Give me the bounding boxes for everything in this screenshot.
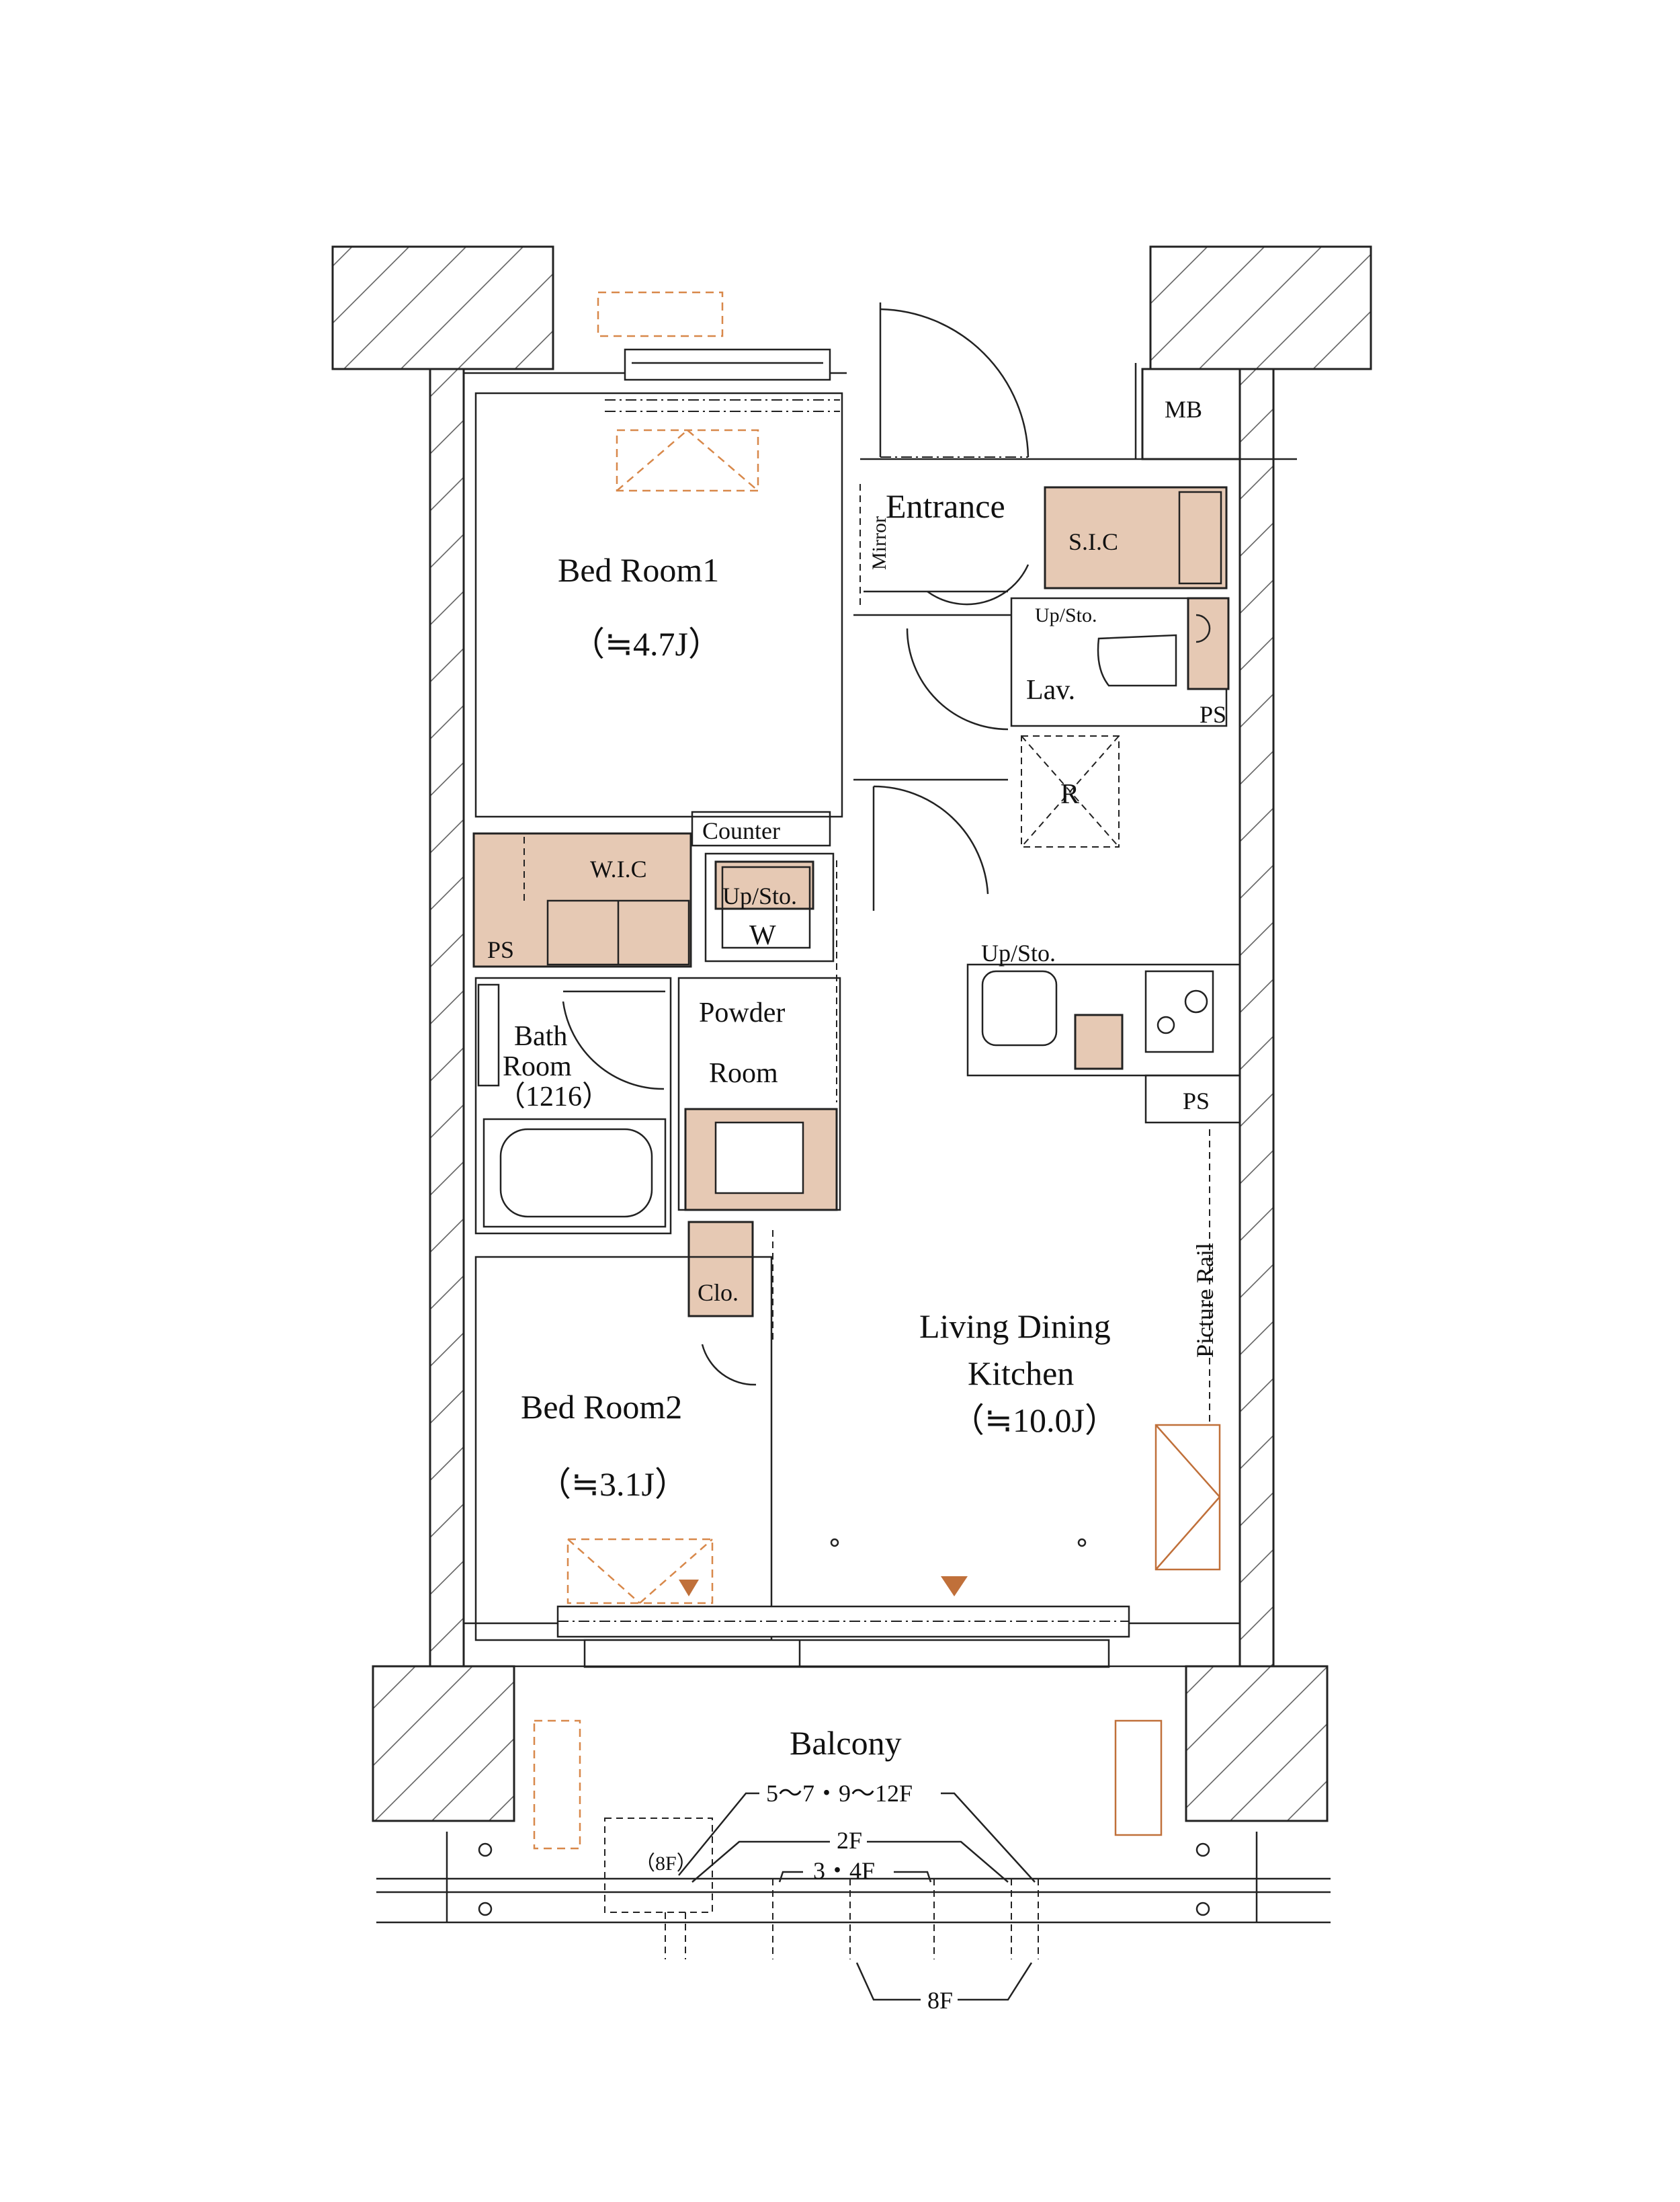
entrance-area: Mirror Entrance: [859, 302, 1030, 608]
powder-room: Powder Room: [677, 860, 841, 1211]
ldk: Picture Rail Living Dining Kitchen （≒10.…: [830, 1129, 1221, 1596]
bottom-right-column: [1185, 1665, 1329, 1822]
ps-1-label: PS: [1200, 701, 1226, 728]
floors-d-label: （8F）: [635, 1852, 697, 1875]
bedroom1-label: Bed Room1: [558, 551, 719, 589]
lav-label: Lav.: [1026, 675, 1075, 706]
balcony-label: Balcony: [790, 1724, 902, 1762]
balcony-windows: [556, 1605, 1130, 1668]
sic-label: S.I.C: [1068, 528, 1118, 555]
bath-room-label: Room: [503, 1051, 572, 1082]
top-right-column: [1149, 245, 1372, 370]
bedroom2-size: （≒3.1J）: [538, 1465, 688, 1503]
bath-size-label: （1216）: [497, 1082, 610, 1112]
ldk-label-line1: Living Dining: [919, 1307, 1111, 1345]
outer-walls: [429, 363, 1297, 1668]
r-label: R: [1060, 779, 1079, 810]
powder-room-label: Room: [709, 1058, 778, 1089]
mb-label: MB: [1165, 396, 1202, 423]
bedroom1-size: （≒4.7J）: [571, 625, 722, 663]
up-sto-3-label: Up/Sto.: [981, 940, 1056, 967]
kitchen: Up/Sto. PS: [966, 940, 1241, 1124]
w-label: W: [749, 920, 776, 951]
ps-3-label: PS: [1183, 1088, 1210, 1114]
picture-rail-label: Picture Rail: [1191, 1243, 1218, 1358]
bedroom2: Bed Room2 （≒3.1J）: [474, 1256, 773, 1641]
ldk-label-line2: Kitchen: [968, 1354, 1074, 1392]
ldk-size: （≒10.0J）: [951, 1401, 1118, 1439]
refrigerator-space: R: [1021, 735, 1120, 848]
top-left-column: [331, 245, 554, 370]
floors-e-label: 8F: [927, 1987, 953, 2014]
bedroom2-label: Bed Room2: [521, 1388, 682, 1426]
bedroom1: Bed Room1 （≒4.7J）: [474, 291, 843, 818]
powder-label: Powder: [699, 997, 785, 1028]
wic-label: W.I.C: [590, 856, 647, 883]
ps-2-label: PS: [487, 936, 514, 963]
clo-label: Clo.: [698, 1279, 739, 1306]
mb-box: MB: [1141, 368, 1241, 460]
balcony: Balcony 5〜7・9〜12F 2F 3・4F （8F） 8F: [373, 1665, 1331, 2014]
bath-label: Bath: [514, 1021, 567, 1052]
counter-label: Counter: [702, 817, 780, 844]
entrance-label: Entrance: [886, 487, 1005, 525]
floors-b-label: 2F: [837, 1827, 862, 1854]
up-sto-2-label: Up/Sto.: [722, 883, 797, 909]
counter: Counter: [691, 811, 831, 847]
mirror-label: Mirror: [868, 516, 890, 570]
lavatory: Up/Sto. Lav. PS: [853, 597, 1230, 731]
closet: Clo.: [687, 1221, 773, 1386]
floors-c-label: 3・4F: [813, 1857, 875, 1884]
wic-storage: W.I.C PS: [472, 832, 692, 968]
sic-storage: S.I.C: [1044, 486, 1228, 589]
bathroom: Bath Room （1216）: [474, 977, 672, 1235]
floors-a-label: 5〜7・9〜12F: [766, 1780, 913, 1807]
bottom-left-column: [372, 1665, 515, 1822]
washer: Up/Sto. W: [704, 852, 835, 963]
up-sto-1-label: Up/Sto.: [1035, 604, 1097, 626]
corridor-door: [853, 778, 1008, 911]
